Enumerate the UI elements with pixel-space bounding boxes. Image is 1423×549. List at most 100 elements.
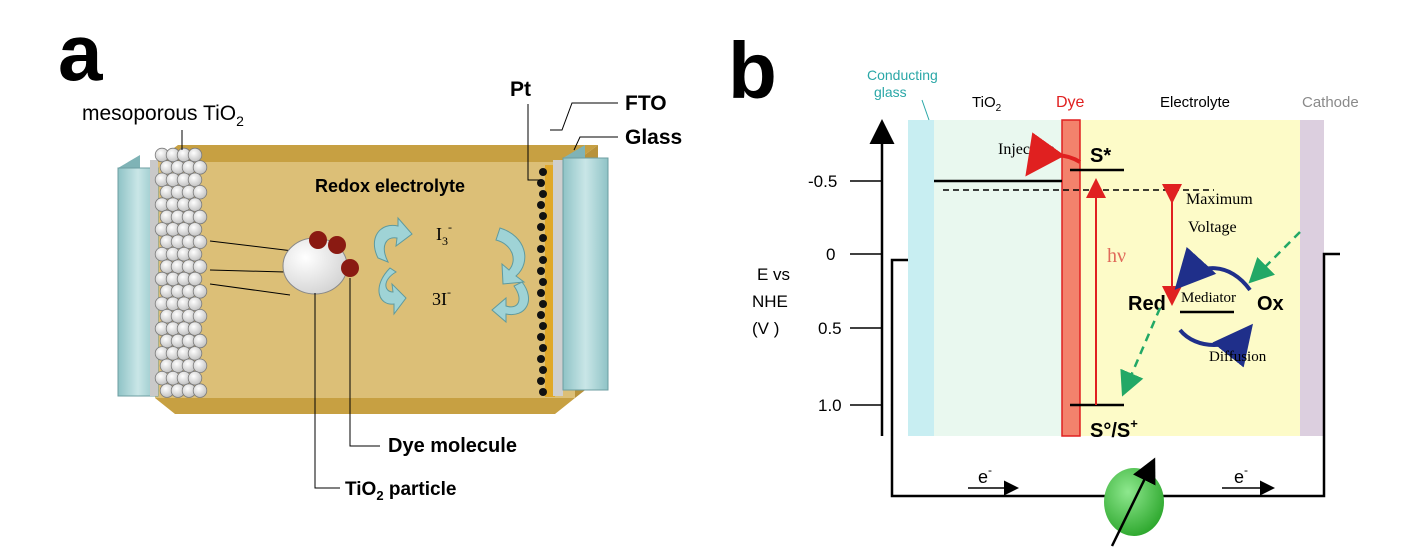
tio2-nanoparticle	[192, 184, 208, 200]
glass-label: Glass	[625, 126, 682, 149]
pt-dot	[539, 212, 547, 220]
fto-leader	[550, 102, 618, 131]
panel-a: a mesoporous TiO2 Pt FTO Glass Redox ele…	[58, 8, 682, 503]
tick-label-0-5: 0.5	[818, 319, 842, 338]
tio2-nanoparticle	[192, 209, 208, 225]
electrolyte-bottom-face	[155, 398, 575, 414]
tick-label-0: 0	[826, 245, 835, 264]
pt-dot	[539, 344, 547, 352]
tio2-nanoparticle	[187, 321, 203, 336]
pt-dot	[539, 168, 547, 176]
conducting-glass-leader	[921, 99, 930, 121]
axis-label-line1: E vs	[757, 265, 790, 284]
dye-molecule-3	[341, 259, 359, 277]
pt-dot	[537, 311, 545, 319]
electron-label-left: e-	[978, 463, 992, 487]
pt-dot	[537, 267, 545, 275]
cathode-electron-arrow	[1248, 231, 1301, 284]
dye-regeneration-arrow	[1120, 307, 1162, 397]
pt-dot	[537, 289, 545, 297]
panel-b-letter: b	[728, 26, 777, 115]
dye-region	[1061, 119, 1081, 437]
fto-label: FTO	[625, 92, 667, 115]
tio2-nanoparticle	[192, 160, 208, 175]
diffusion-arrow	[1178, 323, 1254, 368]
pt-dot	[539, 366, 547, 374]
tio2-nanoparticle	[187, 271, 203, 287]
dye-header: Dye	[1056, 94, 1085, 111]
dye-molecule-1	[309, 231, 327, 249]
tio2-nanoparticle	[192, 234, 208, 250]
electrolyte-header: Electrolyte	[1160, 94, 1230, 111]
tio2-nanoparticle	[192, 284, 208, 299]
pt-dot	[537, 223, 545, 231]
mediator-label: Mediator	[1181, 290, 1236, 306]
tio2-particle-label: TiO2 particle	[345, 479, 456, 503]
tio2-particle-leader	[314, 293, 340, 489]
conducting-glass-label-line1: Conducting	[867, 67, 938, 83]
return-arrow-left	[378, 267, 407, 316]
dye-molecule-2	[328, 236, 346, 254]
particle-connector-3	[209, 283, 291, 296]
injection-label: Injection	[998, 141, 1055, 158]
electron-label-right: e-	[1234, 463, 1248, 487]
load-variable-arrow	[1110, 457, 1156, 547]
s-star-label: S*	[1090, 145, 1111, 167]
oxidation-arrow	[373, 216, 413, 263]
pt-label: Pt	[510, 78, 531, 101]
triiodide-label: I3-	[436, 220, 452, 248]
pt-dot	[537, 245, 545, 253]
particle-connector-1	[209, 240, 294, 252]
tio2-nanoparticle	[192, 333, 208, 349]
hv-label: hν	[1107, 245, 1126, 267]
particle-connector-2	[209, 269, 286, 273]
mesoporous-tio2-layer	[154, 147, 208, 398]
panel-b: b Conducting glass TiO2 Dye Electrolyte …	[728, 26, 1359, 547]
axis-label-line2: NHE	[752, 292, 788, 311]
dye-molecule-label: Dye molecule	[388, 435, 517, 457]
ox-label: Ox	[1257, 293, 1284, 315]
tio2-header: TiO2	[972, 94, 1002, 114]
pt-leader	[527, 104, 540, 181]
s-ground-label: S°/S+	[1090, 416, 1138, 442]
tio2-nanoparticle	[187, 246, 203, 262]
tio2-nanoparticle	[187, 172, 203, 188]
injection-arrow	[1025, 132, 1082, 177]
red-label: Red	[1128, 293, 1166, 315]
conducting-glass-label-line2: glass	[874, 84, 907, 100]
cathode-header: Cathode	[1302, 94, 1359, 111]
tio2-nanoparticle	[187, 296, 203, 312]
tio2-nanoparticle	[192, 309, 208, 324]
pt-dot	[537, 179, 545, 187]
pt-dot	[539, 256, 547, 264]
panel-a-letter: a	[58, 8, 103, 97]
pt-dot	[539, 190, 547, 198]
pt-dot	[539, 300, 547, 308]
tio2-nanoparticle	[187, 147, 203, 163]
iodide-label: 3I-	[432, 285, 451, 309]
right-fto	[545, 165, 555, 397]
maximum-voltage-line1: Maximum	[1186, 191, 1253, 208]
diffusion-label: Diffusion	[1209, 349, 1267, 365]
mesoporous-label: mesoporous TiO2	[82, 102, 244, 129]
tick-label-1-0: 1.0	[818, 396, 842, 415]
reduction-arrow	[495, 227, 526, 285]
maximum-voltage-line2: Voltage	[1188, 219, 1237, 236]
tio2-region	[934, 120, 1062, 436]
cathode-region	[1300, 120, 1324, 436]
conducting-glass-region	[908, 120, 934, 436]
tio2-nanoparticle	[187, 346, 203, 361]
pt-dot	[537, 377, 545, 385]
electrolyte-region	[1080, 120, 1300, 436]
mediator-reduction-arrow	[1174, 246, 1252, 292]
electrolyte-top-face	[155, 145, 598, 162]
glass-leader	[573, 136, 618, 151]
pt-dot	[539, 322, 547, 330]
pt-dot	[537, 333, 545, 341]
left-fto	[150, 160, 158, 396]
pt-dot	[539, 234, 547, 242]
pt-dot	[537, 201, 545, 209]
pt-dot	[539, 278, 547, 286]
axis-label-line3: (V )	[752, 319, 779, 338]
tio2-nanoparticle	[187, 371, 203, 386]
